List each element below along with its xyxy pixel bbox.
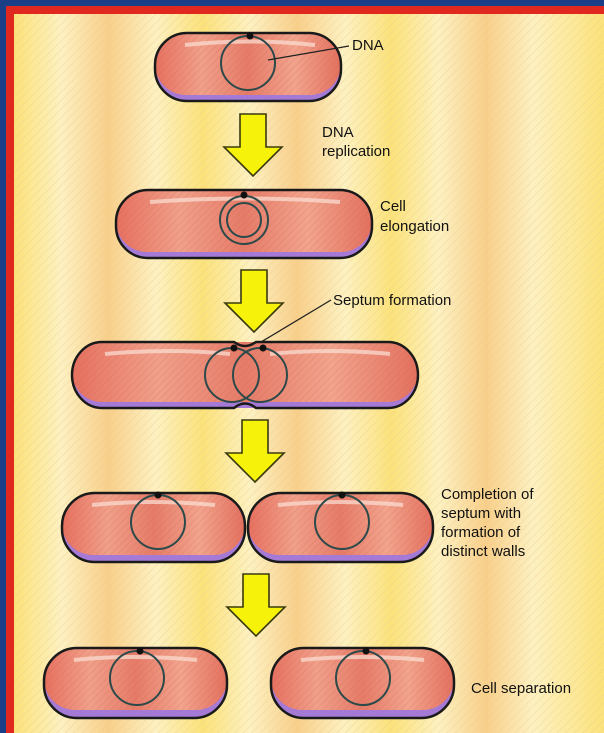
stage-2-cell	[116, 190, 372, 258]
label-dna-replication-line1: DNA	[322, 124, 354, 141]
stage-5-cell-right	[271, 648, 454, 719]
label-completion-line2: septum with	[441, 505, 521, 522]
origin-dot-right	[260, 345, 267, 352]
label-cell-elongation-line2: elongation	[380, 218, 449, 235]
stage-4-cell-right	[248, 492, 433, 563]
label-completion-line3: formation of	[441, 524, 521, 541]
origin-dot	[155, 492, 162, 499]
origin-dot	[363, 648, 370, 655]
label-dna: DNA	[352, 37, 384, 54]
stage-3-cell	[72, 342, 418, 408]
origin-dot	[247, 33, 254, 40]
origin-dot	[339, 492, 346, 499]
label-cell-elongation-line1: Cell	[380, 198, 406, 215]
label-completion-line4: distinct walls	[441, 543, 525, 560]
label-dna-replication-line2: replication	[322, 143, 390, 160]
origin-dot	[241, 192, 248, 199]
origin-dot	[137, 648, 144, 655]
origin-dot-left	[231, 345, 238, 352]
stage-1-cell	[155, 33, 349, 102]
stage-4-cell-left	[62, 492, 245, 563]
label-cell-separation: Cell separation	[471, 680, 571, 697]
label-septum-formation: Septum formation	[333, 292, 451, 309]
stage-5-cell-left	[44, 648, 227, 719]
label-completion-line1: Completion of	[441, 486, 534, 503]
